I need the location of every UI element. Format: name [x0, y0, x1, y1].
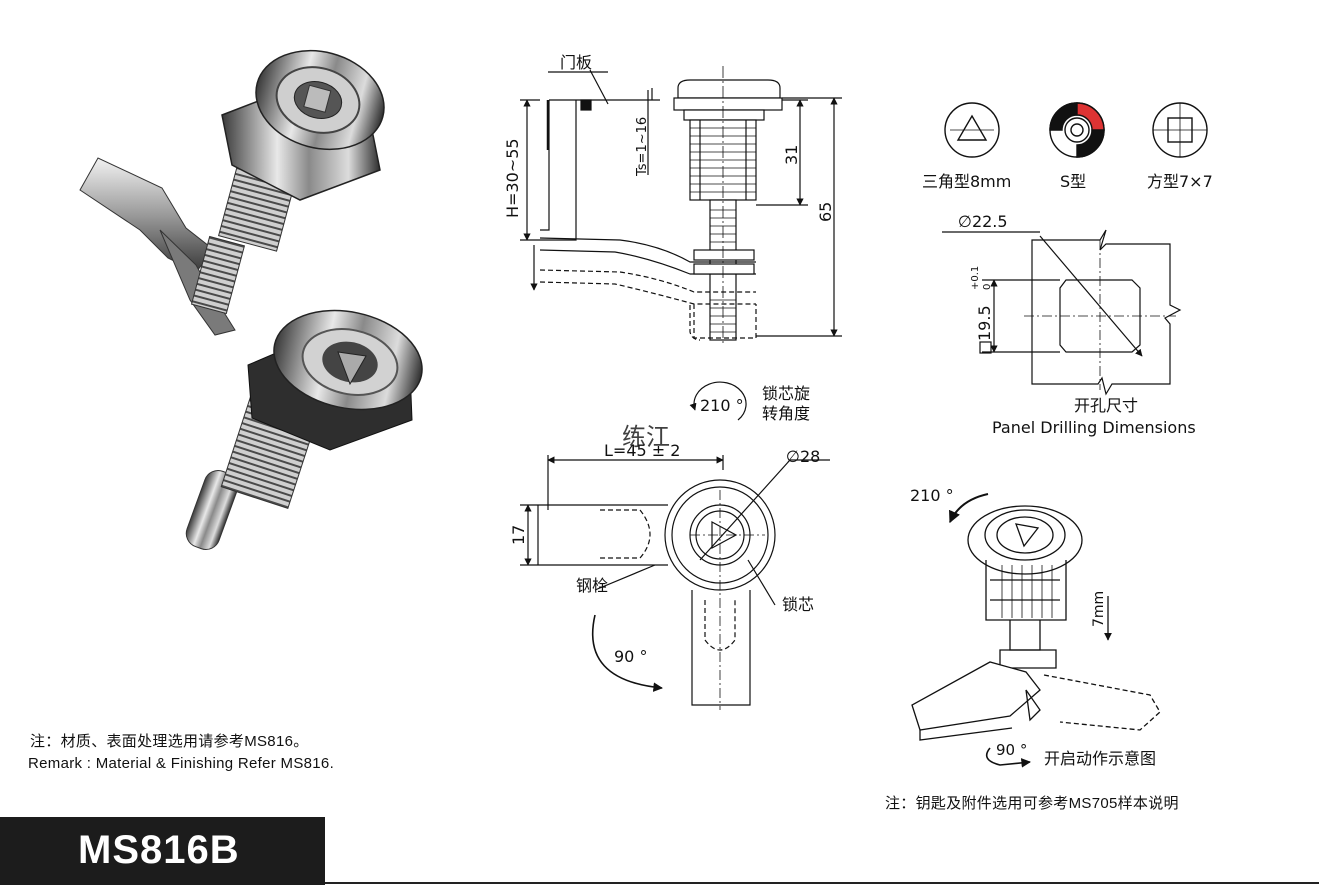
- lock-photo-top: [79, 49, 385, 336]
- rotation-210-label: 210 °: [700, 396, 744, 415]
- lock-photo-bottom: [185, 309, 423, 550]
- bottom-rule: [325, 882, 1319, 884]
- watermark-text: 练江: [622, 423, 670, 451]
- key-type-icons: [944, 102, 1208, 158]
- model-bar: [0, 817, 325, 885]
- steel-bolt-label: 钢栓: [576, 576, 608, 595]
- dim-31-label: 31: [782, 145, 801, 165]
- dim-65-label: 65: [816, 202, 835, 222]
- drilling-title-cn: 开孔尺寸: [1074, 396, 1138, 415]
- thickness-label: Ts=1~16: [635, 117, 650, 177]
- dim-17-label: 17: [509, 525, 528, 545]
- drilling-tol-upper: +0.1: [970, 266, 981, 290]
- model-number: MS816B: [78, 828, 240, 872]
- op-travel-label: 7mm: [1091, 591, 1107, 627]
- square-key-icon: [1152, 102, 1208, 158]
- side-view-labels: 门板 Ts=1~16 H=30~55 31 65: [503, 53, 835, 222]
- drilling-tol-lower: 0: [982, 284, 993, 290]
- op-caption: 开启动作示意图: [1044, 749, 1156, 768]
- length-label: L=45 ± 2: [604, 441, 680, 460]
- remark-cn: 注：材质、表面处理选用请参考MS816。: [30, 733, 309, 750]
- drilling-diameter-label: ∅22.5: [958, 212, 1008, 231]
- op-rotation-label: 210 °: [910, 486, 954, 505]
- s-key-icon: [1049, 102, 1105, 158]
- front-view-drawing: [520, 381, 830, 710]
- height-label: H=30~55: [503, 138, 522, 218]
- key-type-label-triangle: 三角型8mm: [922, 172, 1011, 191]
- operation-sketch: [911, 493, 1161, 768]
- key-type-label-square: 方型7×7: [1147, 172, 1213, 191]
- lock-core-label: 锁芯: [782, 595, 814, 614]
- core-rotation-label-2: 转角度: [762, 404, 810, 423]
- diameter-28-label: ∅28: [786, 447, 820, 466]
- core-rotation-label-1: 锁芯旋: [762, 384, 810, 403]
- key-note: 注：钥匙及附件选用可参考MS705样本说明: [885, 795, 1179, 812]
- remark-en: Remark : Material & Finishing Refer MS81…: [28, 755, 335, 772]
- triangle-key-icon: [944, 102, 1000, 158]
- key-type-label-s: S型: [1060, 172, 1086, 191]
- drilling-square-label: 19.5: [975, 305, 994, 341]
- door-panel-label: 门板: [560, 53, 592, 72]
- panel-drilling-drawing: [942, 229, 1182, 396]
- side-view-drawing: [520, 66, 842, 345]
- rotation-90-label: 90 °: [614, 647, 647, 666]
- drilling-title-en: Panel Drilling Dimensions: [992, 418, 1196, 437]
- op-rotation-90-label: 90 °: [996, 741, 1027, 759]
